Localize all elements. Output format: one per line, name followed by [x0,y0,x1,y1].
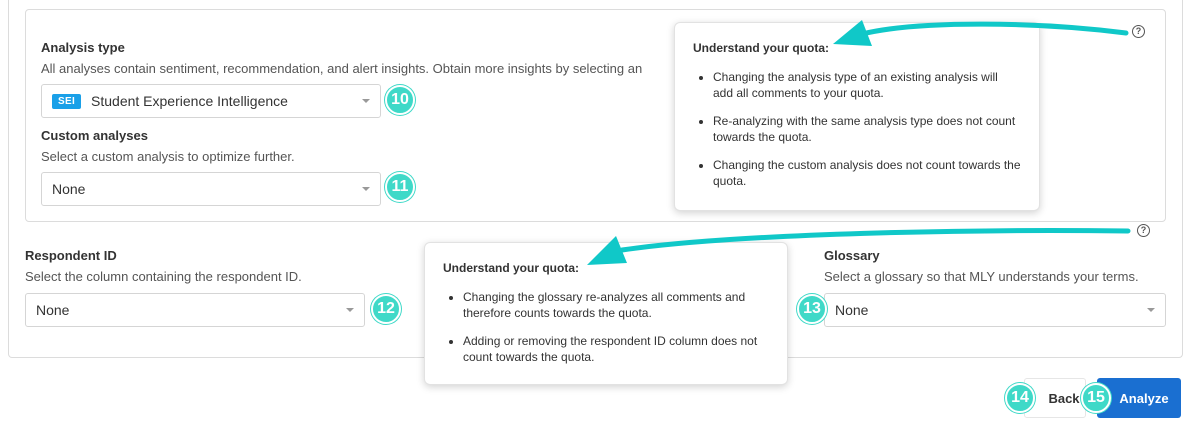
analyze-button-label: Analyze [1119,390,1169,406]
tooltip-title: Understand your quota: [693,41,830,55]
sei-badge: SEI [52,93,82,109]
tooltip-item: Re-analyzing with the same analysis type… [713,113,1021,145]
help-icon[interactable]: ? [1132,25,1145,38]
chevron-down-icon [346,308,354,312]
quota-tooltip-glossary: Understand your quota: Changing the glos… [424,242,788,385]
analysis-type-description: All analyses contain sentiment, recommen… [41,61,643,76]
annotation-arrow [859,21,1129,37]
step-marker-14: 14 [1005,383,1035,413]
glossary-label: Glossary [824,248,880,263]
analysis-type-value: Student Experience Intelligence [91,93,288,109]
custom-analyses-label: Custom analyses [41,128,148,143]
help-icon[interactable]: ? [1137,224,1150,237]
step-marker-12: 12 [371,294,401,324]
step-marker-10: 10 [385,85,415,115]
quota-tooltip-analysis: Understand your quota: Changing the anal… [674,22,1040,211]
analysis-type-select[interactable]: SEI Student Experience Intelligence [41,84,381,118]
step-marker-13: 13 [797,294,827,324]
step-marker-11: 11 [385,172,415,202]
respondent-id-label: Respondent ID [25,248,117,263]
glossary-value: None [835,302,869,318]
tooltip-item: Changing the glossary re-analyzes all co… [463,289,769,321]
annotation-arrow [619,228,1131,253]
annotation-arrowhead [587,236,627,265]
tooltip-item: Changing the analysis type of an existin… [713,69,1021,101]
tooltip-item: Changing the custom analysis does not co… [713,157,1021,189]
glossary-select[interactable]: None [824,293,1166,327]
analysis-type-label: Analysis type [41,40,125,55]
chevron-down-icon [362,187,370,191]
tooltip-item: Adding or removing the respondent ID col… [463,333,769,365]
custom-analysis-select[interactable]: None [41,172,381,206]
chevron-down-icon [1147,308,1155,312]
back-button-label: Back [1048,390,1080,406]
respondent-id-select[interactable]: None [25,293,365,327]
annotation-arrowhead [833,20,872,46]
glossary-description: Select a glossary so that MLY understand… [824,269,1139,284]
custom-analyses-description: Select a custom analysis to optimize fur… [41,149,295,164]
respondent-id-description: Select the column containing the respond… [25,269,302,284]
respondent-id-value: None [36,302,70,318]
back-button[interactable]: Back [1024,378,1086,418]
step-marker-15: 15 [1081,383,1111,413]
analyze-button[interactable]: Analyze [1097,378,1181,418]
custom-analysis-value: None [52,181,86,197]
tooltip-title: Understand your quota: [443,261,580,275]
chevron-down-icon [362,99,370,103]
